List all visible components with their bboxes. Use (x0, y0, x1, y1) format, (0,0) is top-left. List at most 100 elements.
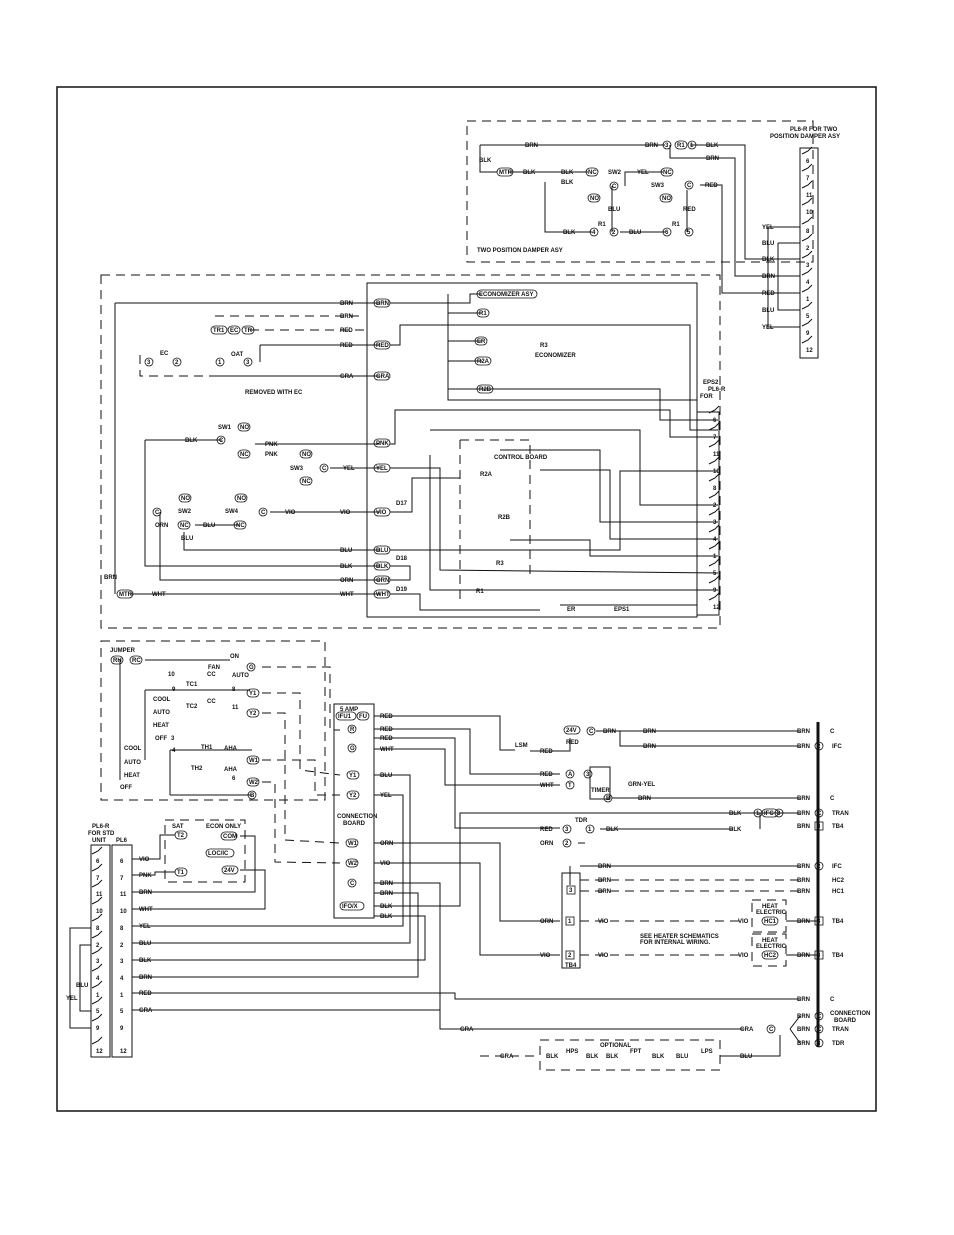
pin-contact-icon (708, 592, 720, 601)
right-label: LPS (701, 1049, 713, 1055)
econ-label: NC (236, 523, 245, 529)
wire (374, 737, 560, 829)
damper-label: BLU (629, 230, 641, 236)
economizer-asy-box (100, 274, 721, 629)
pin-contact-icon (708, 507, 720, 516)
thermostat-label: 11 (232, 705, 239, 711)
conn_board-label: BRN (380, 881, 393, 887)
std_plug-label: VIO (139, 857, 150, 863)
pin-contact-icon (91, 980, 103, 989)
thermostat-label: AHA (224, 767, 238, 773)
terminal-marker (347, 878, 357, 888)
econ-label: GRA (340, 374, 354, 380)
right-label: C (830, 796, 835, 802)
econ-pin-number: 6 (713, 418, 717, 424)
econ-label: BRN (104, 575, 117, 581)
terminal-marker (761, 916, 779, 926)
terminal-marker (373, 438, 391, 448)
right-label: GRA (740, 1027, 754, 1033)
right-label: VIO (738, 919, 749, 925)
terminal-marker (373, 575, 391, 585)
wire (700, 184, 800, 294)
conn_board-label: G (350, 746, 355, 752)
right-label: C (817, 811, 822, 817)
terminal-marker (110, 655, 124, 665)
damper-pin-number: 3 (806, 263, 810, 269)
std-plug-pin-number: 4 (120, 976, 124, 982)
pin-contact-icon (801, 163, 813, 172)
right-label: BRN (797, 997, 810, 1003)
conn_board-label: Y1 (349, 773, 357, 779)
econ-label: REMOVED WITH EC (245, 390, 303, 396)
wire (390, 593, 540, 611)
terminal-marker (246, 662, 256, 672)
std-plug-r-pin-number: 3 (96, 959, 100, 965)
pin-contact-icon (91, 1036, 103, 1045)
damper-label: MTR (499, 170, 513, 176)
terminal-marker (174, 830, 188, 840)
thermostat-label: TC1 (186, 682, 198, 688)
wire (619, 731, 800, 747)
terminal-marker (319, 463, 329, 473)
econ-label: FOR (700, 394, 713, 400)
wire (429, 455, 718, 591)
wire (390, 293, 482, 304)
dashed-wire (262, 759, 340, 796)
econ-label: R1 (479, 311, 487, 317)
terminal-box (565, 950, 575, 960)
econ-label: D19 (396, 587, 408, 593)
right-label: BRN (797, 919, 810, 925)
econ-label: MTR (119, 592, 133, 598)
damper-label: 1 (690, 143, 694, 149)
right-label: BLK (652, 1054, 665, 1060)
econ-label: R2A (480, 472, 493, 478)
optional-switches-box (539, 1039, 721, 1071)
conn_board-label: W2 (348, 861, 358, 867)
econ-label: ER (567, 607, 576, 613)
terminal-marker (814, 741, 824, 751)
pin-contact-icon (801, 216, 813, 225)
terminal-marker (241, 325, 255, 335)
right-label: BLK (729, 827, 742, 833)
terminal-marker (476, 308, 490, 318)
right-label: ORN (540, 841, 553, 847)
econ-label: VIO (376, 510, 387, 516)
econ-label: GRA (376, 374, 390, 380)
damper-label: BLK (479, 158, 492, 164)
thermostat-label: 4 (172, 748, 176, 754)
econ-pin-number: 2 (713, 503, 717, 509)
sat-label: LOC/IC (208, 851, 229, 857)
terminal-marker (246, 708, 260, 718)
econ-label: EC (160, 351, 169, 357)
right-label: T (568, 783, 572, 789)
terminal-marker (246, 688, 260, 698)
econ-label: NC (180, 523, 189, 529)
right-label: 3 (569, 888, 573, 894)
std_plug-label: GRA (139, 1008, 153, 1014)
pin-contact-icon (801, 301, 813, 310)
econ-label: RED (340, 343, 353, 349)
wire (374, 862, 560, 956)
damper-pin-number: 10 (806, 210, 813, 216)
thermostat-label: AUTO (124, 760, 141, 766)
pin-contact-icon (708, 456, 720, 465)
damper-label: BLU (762, 241, 774, 247)
econ-pin-number: 9 (713, 588, 717, 594)
thermostat-label: 9 (172, 687, 176, 693)
damper-label: BLK (561, 170, 574, 176)
wire (374, 748, 560, 786)
terminal-marker (562, 824, 572, 834)
terminal-marker (586, 726, 596, 736)
terminal-marker (174, 867, 188, 877)
right-label: C (817, 1014, 822, 1020)
conn_board-label: BRN (380, 891, 393, 897)
thermostat-label: W1 (249, 758, 259, 764)
conn_board-label: W1 (348, 841, 358, 847)
std_plug-label: WHT (139, 907, 153, 913)
sat-econ-box (164, 819, 246, 883)
wire (132, 774, 411, 944)
thermostat-label: OFF (120, 785, 132, 791)
right-label: BRN (797, 1014, 810, 1020)
right-label: TRAN (832, 811, 849, 817)
wire (390, 467, 719, 574)
